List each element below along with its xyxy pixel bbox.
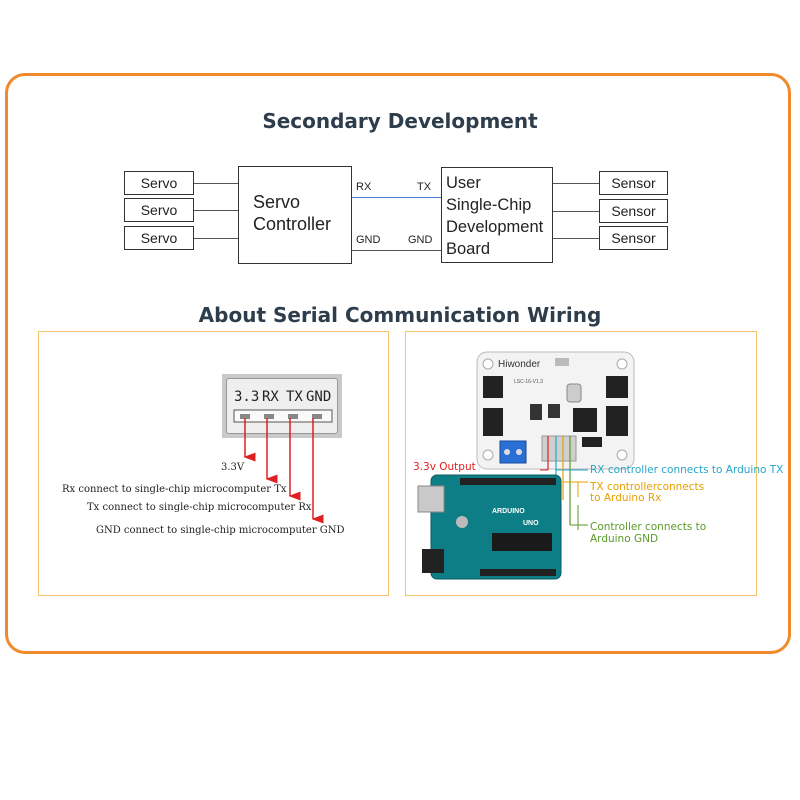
note-gnd: GND connect to single-chip microcomputer… <box>96 525 345 536</box>
board-brand: Hiwonder <box>498 359 541 370</box>
arduino-reset <box>456 516 468 528</box>
pin-label-3v3: 3.3 <box>234 389 259 405</box>
note-tx: Tx connect to single-chip microcomputer … <box>87 502 312 513</box>
pin-label-rx: RX <box>262 389 279 405</box>
rx-label: RX <box>356 181 372 193</box>
servo-link-1 <box>194 183 238 184</box>
gnd-label-left: GND <box>356 234 381 246</box>
board-model: LSC-16-V1.3 <box>514 379 543 385</box>
servo-controller-box: Servo Controller <box>238 166 352 264</box>
heading-serial-wiring: About Serial Communication Wiring <box>198 303 602 327</box>
servo-box-1: Servo <box>124 171 194 195</box>
capacitor-2 <box>548 404 560 418</box>
sensor-box-2: Sensor <box>599 199 668 223</box>
power-terminal <box>499 440 527 464</box>
rx-tx-line <box>352 197 441 198</box>
header-left-bottom <box>483 408 503 436</box>
board-label-line-3: Development <box>446 218 544 236</box>
tx-label: TX <box>417 181 432 193</box>
note-gnd-line-2: Arduino GND <box>590 533 659 545</box>
gnd-line <box>352 250 441 251</box>
sensor-link-2 <box>553 211 599 212</box>
note-gnd-line-1: Controller connects to <box>590 521 707 533</box>
arduino-board <box>430 474 562 580</box>
arduino-power-jack <box>422 549 444 573</box>
header-right-bottom <box>606 406 628 436</box>
connector-photo: 3.3 RX TX GND <box>222 374 342 438</box>
header-left-top <box>483 376 503 398</box>
header-right-top <box>606 376 628 398</box>
servo-link-3 <box>194 238 238 239</box>
board-label-line-4: Board <box>446 240 491 258</box>
servo-link-2 <box>194 210 238 211</box>
pin-gnd <box>312 414 322 419</box>
board-label-line-1: User <box>446 174 481 192</box>
usb-port <box>555 358 569 366</box>
servo-box-3: Servo <box>124 226 194 250</box>
pin-tx <box>288 414 298 419</box>
connector-pins-svg: 3.3 RX TX GND <box>233 389 333 423</box>
gnd-label-right: GND <box>408 234 433 246</box>
controller-label-line-1: Servo <box>253 192 301 212</box>
pin-3v3 <box>240 414 250 419</box>
servo-box-2: Servo <box>124 198 194 222</box>
capacitor-1 <box>530 404 542 420</box>
sensor-link-1 <box>553 183 599 184</box>
arduino-analog-header <box>480 569 556 576</box>
arduino-digital-header <box>460 478 556 485</box>
chip <box>573 408 597 432</box>
arduino-model: UNO <box>523 520 539 527</box>
power-switch <box>582 437 602 447</box>
note-rx: Rx connect to single-chip microcomputer … <box>62 484 287 495</box>
sensor-box-1: Sensor <box>599 171 668 195</box>
note-3v3: 3.3V <box>221 462 245 473</box>
controller-label-line-2: Controller <box>253 214 332 234</box>
note-tx-line-2: to Arduino Rx <box>590 492 662 504</box>
sensor-box-3: Sensor <box>599 226 668 250</box>
pin-label-tx: TX <box>286 389 303 405</box>
development-board-box: User Single-Chip Development Board <box>441 167 553 263</box>
heading-secondary-development: Secondary Development <box>262 109 538 133</box>
pin-rx <box>264 414 274 419</box>
note-3v3-output: 3.3v Output <box>413 461 476 473</box>
note-rx-to-arduino-tx: RX controller connects to Arduino TX <box>590 464 784 476</box>
board-label-line-2: Single-Chip <box>446 196 532 214</box>
note-tx-line-1: TX controllerconnects <box>590 481 705 493</box>
pin-label-gnd: GND <box>306 389 331 405</box>
crystal <box>566 383 582 403</box>
serial-connector <box>541 435 577 462</box>
arduino-usb <box>417 485 445 513</box>
arduino-mcu <box>492 533 552 551</box>
sensor-link-3 <box>553 238 599 239</box>
arduino-brand: ARDUINO <box>492 508 525 515</box>
